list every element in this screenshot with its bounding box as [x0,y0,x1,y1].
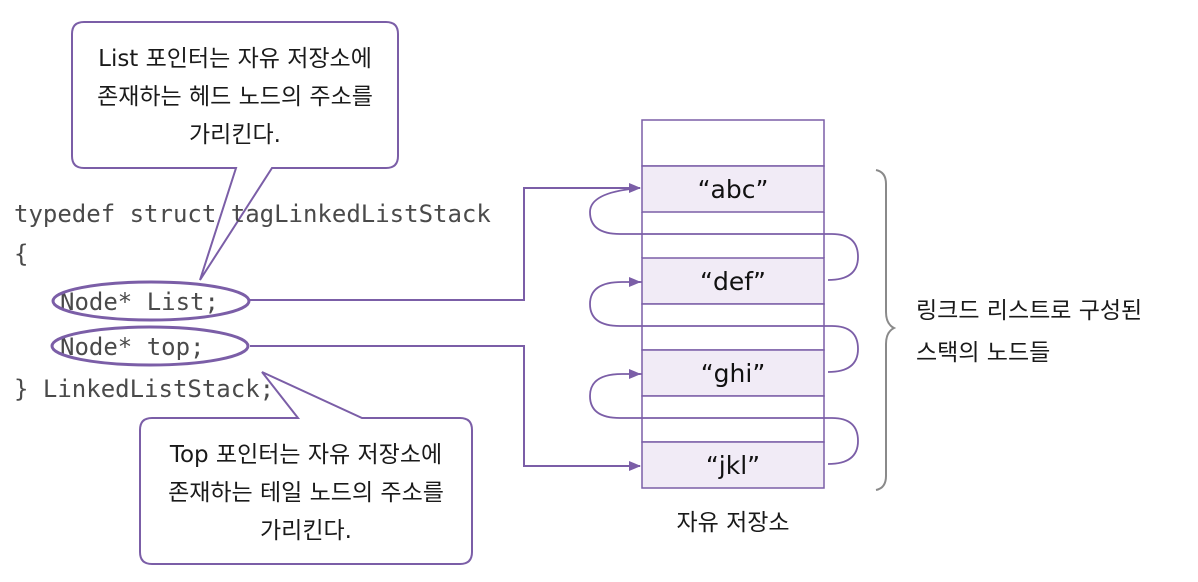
node-cell-jkl [641,441,825,489]
code-line-close: } LinkedListStack; [14,375,274,403]
node-value-def: “def” [700,267,766,296]
node-cell-def [641,257,825,305]
callout-top-line3: 가리킨다. [260,518,352,544]
list-field-highlight [51,280,251,322]
link-abc-to-def [589,187,859,281]
link-def-to-ghi [589,281,859,373]
callout-list-line1: List 포인터는 자유 저장소에 [98,46,372,72]
code-line-list-field: Node* List; [60,288,219,316]
callout-list-line3: 가리킨다. [189,122,281,148]
top-pointer-arrow [250,345,641,471]
node-cell-ghi [641,349,825,397]
nodes-brace [875,169,897,491]
callout-top-line2: 존재하는 테일 노드의 주소를 [168,480,444,506]
link-ghi-to-jkl [589,373,859,465]
callout-bubble-top [139,371,473,565]
free-store-label: 자유 저장소 [676,510,789,536]
node-value-abc: “abc” [698,175,769,204]
callout-list-line2: 존재하는 헤드 노드의 주소를 [97,84,373,110]
free-store-memory [641,119,825,489]
callout-bubble-list [71,21,399,281]
node-value-ghi: “ghi” [701,359,766,388]
brace-label-line1: 링크드 리스트로 구성된 [916,298,1142,324]
node-value-jkl: “jkl” [706,451,760,480]
code-line-typedef: typedef struct tagLinkedListStack [14,200,491,228]
top-field-highlight [50,325,250,367]
node-cell-abc [641,165,825,213]
code-line-top-field: Node* top; [60,333,205,361]
code-line-open-brace: { [14,240,28,268]
list-pointer-arrow [250,183,641,301]
callout-top-line1: Top 포인터는 자유 저장소에 [169,442,442,468]
brace-label-line2: 스택의 노드들 [916,340,1050,366]
